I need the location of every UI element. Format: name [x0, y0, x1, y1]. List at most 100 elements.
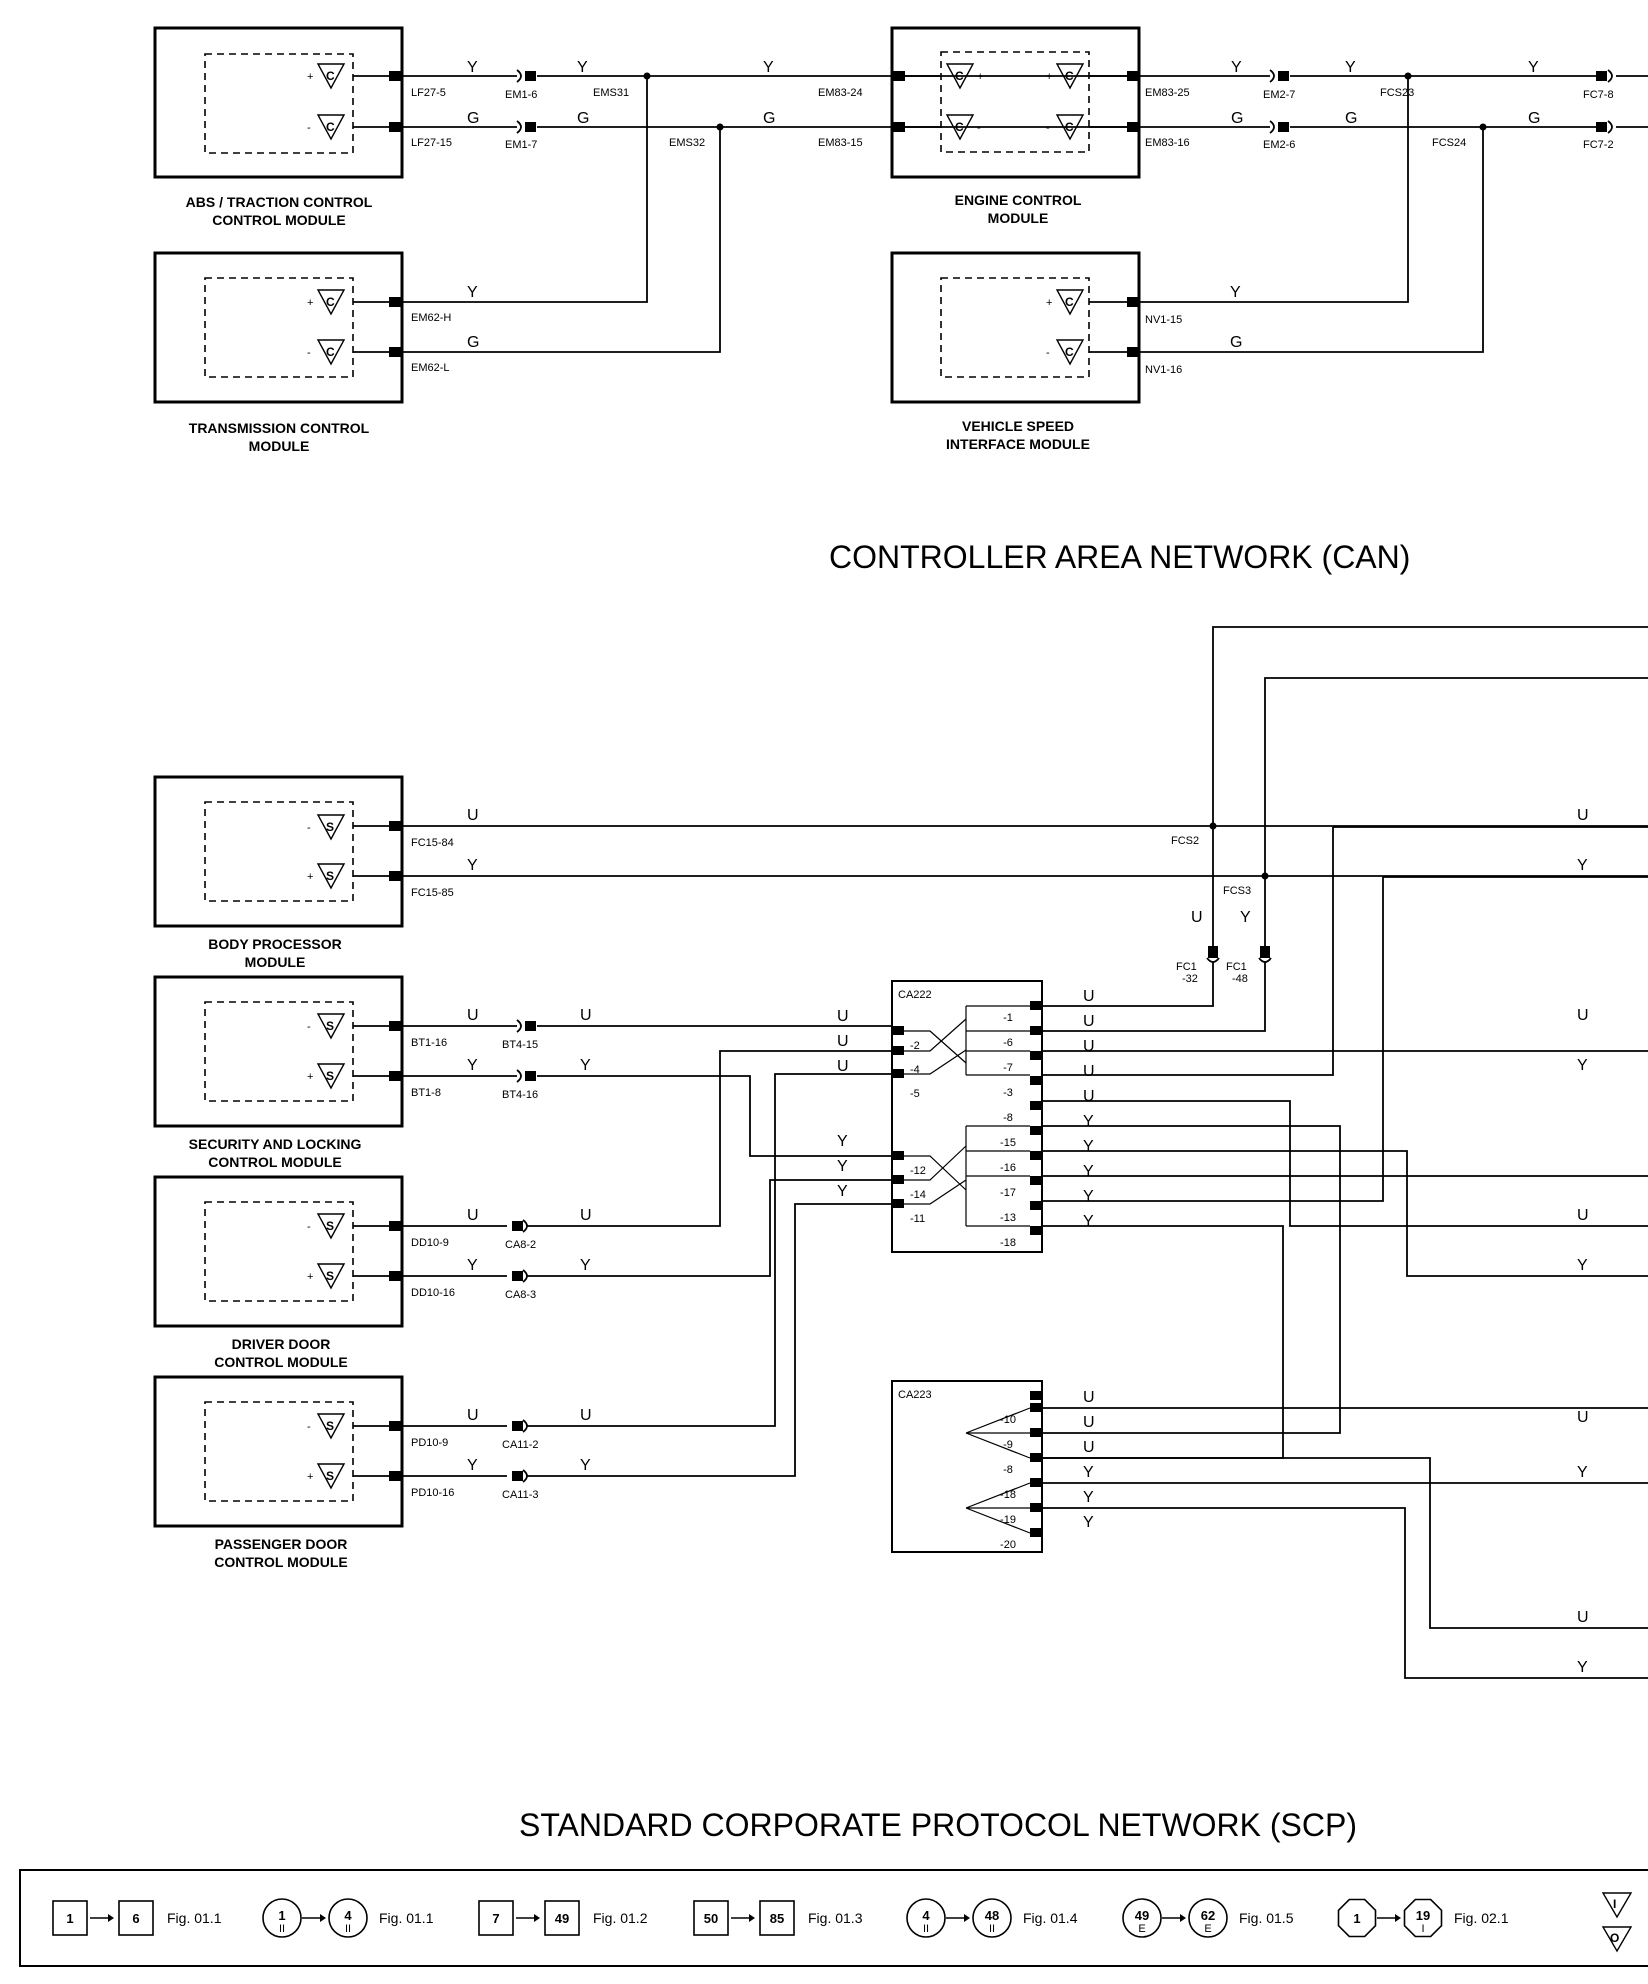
scp-title: STANDARD CORPORATE PROTOCOL NETWORK (SCP…: [519, 1807, 1357, 1843]
key-number: 49: [555, 1911, 569, 1926]
svg-text:Y: Y: [837, 1158, 848, 1175]
svg-text:-4: -4: [910, 1064, 920, 1076]
ca222-pin-label: -6: [1003, 1037, 1013, 1049]
svg-text:Y: Y: [1577, 1257, 1588, 1274]
svg-text:Y: Y: [1577, 1464, 1588, 1481]
svg-text:Y: Y: [1528, 59, 1539, 76]
ca222-pin: [1030, 1026, 1042, 1035]
svg-text:FCS2: FCS2: [1171, 835, 1199, 847]
svg-text:Y: Y: [580, 1457, 591, 1474]
svg-text:U: U: [1083, 1088, 1095, 1105]
svg-text:C: C: [1065, 345, 1074, 359]
svg-text:U: U: [1083, 1013, 1095, 1030]
ca223-pin-label: -10: [1000, 1414, 1016, 1426]
ca222-pin: [1030, 1176, 1042, 1185]
svg-text:Y: Y: [1231, 59, 1242, 76]
svg-text:C: C: [1065, 295, 1074, 309]
key-sub: II: [989, 1923, 995, 1935]
svg-text:S: S: [326, 1019, 334, 1033]
svg-text:BT4-15: BT4-15: [502, 1039, 538, 1051]
svg-text:+: +: [1046, 297, 1052, 309]
svg-text:G: G: [1230, 334, 1242, 351]
ca222-pin: [1030, 1201, 1042, 1210]
ca223-pin: [1030, 1391, 1042, 1400]
svg-text:O: O: [1610, 1931, 1619, 1945]
ca222-pin-label: -16: [1000, 1162, 1016, 1174]
svg-text:BT1-16: BT1-16: [411, 1037, 447, 1049]
svg-text:U: U: [1083, 988, 1095, 1005]
key-number: 1: [1353, 1911, 1360, 1926]
svg-text:U: U: [1191, 909, 1203, 926]
ca223-pin-label: -9: [1003, 1439, 1013, 1451]
svg-text:MODULE: MODULE: [245, 954, 306, 970]
svg-text:Y: Y: [467, 1257, 478, 1274]
ca222-pin-label: -7: [1003, 1062, 1013, 1074]
ca222-pin: [1030, 1051, 1042, 1060]
ca223-pin: [1030, 1528, 1042, 1537]
svg-text:FC15-84: FC15-84: [411, 837, 454, 849]
can-network: C C +- ABS / TRACTION CONTROL CONTROL MO…: [153, 26, 1648, 575]
key-number: 19: [1416, 1908, 1430, 1923]
svg-text:U: U: [580, 1007, 592, 1024]
svg-text:-: -: [307, 122, 311, 134]
ca223-connector: CA223 -10-9-8-18-19-20: [891, 1380, 1043, 1553]
key-fig: Fig. 01.1: [167, 1910, 222, 1926]
svg-text:-: -: [307, 822, 311, 834]
key-number: 1: [66, 1911, 73, 1926]
svg-text:DD10-16: DD10-16: [411, 1287, 455, 1299]
svg-text:FC7-2: FC7-2: [1583, 139, 1614, 151]
ca223-pin: [1030, 1503, 1042, 1512]
svg-text:MODULE: MODULE: [249, 438, 310, 454]
ca223-pin: [1030, 1428, 1042, 1437]
svg-text:EM83-15: EM83-15: [818, 137, 863, 149]
svg-text:Y: Y: [1083, 1213, 1094, 1230]
svg-text:DD10-9: DD10-9: [411, 1237, 449, 1249]
svg-text:EM2-7: EM2-7: [1263, 89, 1295, 101]
ca222-pin: [1030, 1126, 1042, 1135]
svg-text:U: U: [1083, 1063, 1095, 1080]
svg-text:U: U: [1577, 1207, 1589, 1224]
svg-text:Y: Y: [1083, 1163, 1094, 1180]
ca223-pin-label: -20: [1000, 1539, 1016, 1551]
vsim-module: C C +- VEHICLE SPEED INTERFACE MODULE: [890, 251, 1141, 452]
svg-text:Y: Y: [1230, 284, 1241, 301]
svg-text:U: U: [1577, 807, 1589, 824]
svg-text:S: S: [326, 1269, 334, 1283]
svg-text:U: U: [837, 1008, 849, 1025]
svg-text:FCS23: FCS23: [1380, 87, 1414, 99]
svg-text:CA8-2: CA8-2: [505, 1239, 536, 1251]
svg-text:Y: Y: [1083, 1464, 1094, 1481]
ca223-pin: [1030, 1453, 1042, 1462]
ca222-pin-label: -17: [1000, 1187, 1016, 1199]
can-wires: [401, 69, 1648, 353]
svg-text:+: +: [307, 1471, 313, 1483]
svg-text:U: U: [1577, 1609, 1589, 1626]
svg-text:BT4-16: BT4-16: [502, 1089, 538, 1101]
svg-text:G: G: [577, 110, 589, 127]
svg-text:U: U: [837, 1058, 849, 1075]
svg-text:U: U: [1083, 1038, 1095, 1055]
svg-text:Y: Y: [837, 1183, 848, 1200]
svg-text:Y: Y: [1577, 857, 1588, 874]
svg-text:+: +: [307, 871, 313, 883]
svg-text:-14: -14: [910, 1189, 926, 1201]
svg-text:-: -: [307, 1021, 311, 1033]
svg-text:Y: Y: [1577, 1057, 1588, 1074]
svg-text:Y: Y: [763, 59, 774, 76]
svg-text:CONTROL MODULE: CONTROL MODULE: [214, 1554, 348, 1570]
svg-text:EMS31: EMS31: [593, 87, 629, 99]
key-fig: Fig. 02.1: [1454, 1910, 1509, 1926]
svg-text:-11: -11: [910, 1213, 925, 1225]
ca223-pin: [1030, 1403, 1042, 1412]
key-number: 1: [278, 1908, 285, 1923]
svg-text:Y: Y: [467, 1457, 478, 1474]
key-number: 7: [492, 1911, 499, 1926]
ca222-pin: [1030, 1076, 1042, 1085]
svg-text:CA11-3: CA11-3: [502, 1489, 538, 1501]
key-fig: Fig. 01.1: [379, 1910, 434, 1926]
svg-text:+: +: [977, 71, 983, 83]
svg-text:NV1-15: NV1-15: [1145, 314, 1182, 326]
